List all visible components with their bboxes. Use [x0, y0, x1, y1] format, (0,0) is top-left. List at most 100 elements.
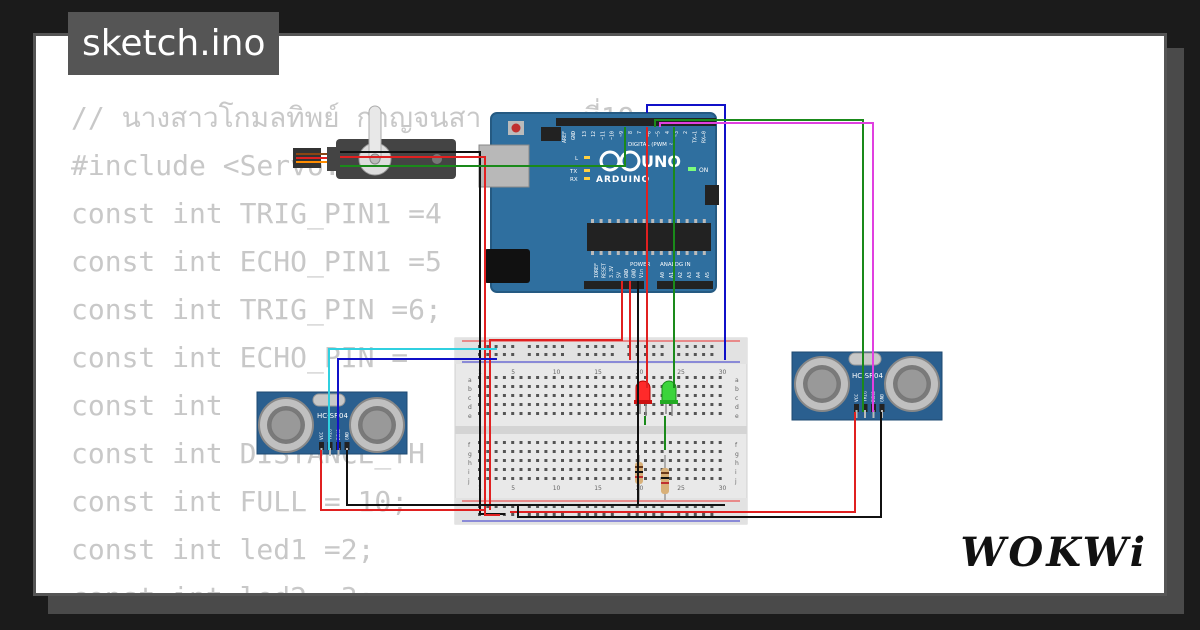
- code-line: const int TRIG_PIN1 =4: [71, 197, 442, 230]
- sensor-pin-label: GND: [345, 432, 351, 440]
- bb-col-number: 25: [677, 369, 685, 376]
- bb-row-letter: h: [468, 460, 472, 467]
- led-red[interactable]: [634, 380, 652, 416]
- tx-label: TX: [569, 169, 577, 175]
- sensor-right-label: HC-SR04: [852, 372, 883, 380]
- wire-right-echo: [659, 122, 874, 412]
- bb-row-letter: f: [735, 442, 738, 449]
- on-label: ON: [699, 167, 708, 174]
- power-pin-label: Vin: [639, 269, 645, 278]
- bb-row-letter: a: [735, 377, 739, 384]
- file-title-tab[interactable]: sketch.ino: [68, 12, 280, 75]
- wire-right-gnd: [517, 412, 882, 518]
- power-header: [584, 281, 644, 289]
- wire-left-echo: [337, 358, 497, 450]
- l-led: [584, 156, 590, 159]
- power-pin-label: 5V: [617, 272, 623, 278]
- wire-left-gnd: [346, 450, 500, 506]
- breadboard[interactable]: 115510101515202025253030aabbccddeeffgghh…: [454, 337, 748, 525]
- digital-pin-label: RX←0: [702, 131, 708, 143]
- digital-pin-label: 4: [665, 131, 671, 134]
- bb-row-letter: e: [468, 413, 472, 420]
- code-line: const int led2 =3;: [71, 574, 635, 593]
- bb-row-letter: c: [735, 395, 738, 402]
- power-pin-label: IOREF: [594, 263, 600, 278]
- digital-pin-label: GND: [571, 131, 577, 140]
- on-led: [688, 167, 696, 171]
- bb-col-number: 15: [594, 485, 602, 492]
- bb-row-letter: e: [735, 413, 739, 420]
- digital-pin-label: 8: [628, 131, 634, 134]
- wire-5v: [489, 281, 623, 510]
- reset-button-cap: [511, 123, 521, 133]
- breadboard-divider: [455, 426, 747, 434]
- bb-col-number: 15: [594, 369, 602, 376]
- arduino-brand: ARDUINO: [596, 175, 650, 185]
- digital-pin-label: ~11: [600, 131, 606, 140]
- analog-pin-label: A0: [660, 272, 666, 278]
- wire-right-vcc: [510, 412, 856, 513]
- bb-col-number: 5: [511, 485, 515, 492]
- analog-pin-label: A4: [696, 272, 702, 278]
- bb-row-letter: j: [467, 478, 470, 485]
- wire-left-trig: [328, 348, 497, 450]
- tx-led: [584, 169, 590, 172]
- digital-pin-label: 12: [591, 131, 597, 137]
- code-line: const int ECHO_PIN1 =5: [71, 245, 442, 278]
- digital-pin-label: 7: [637, 131, 643, 134]
- code-line: const int ECHO_PIN =: [71, 341, 409, 374]
- sensor-pin-label: GND: [880, 394, 886, 402]
- bb-row-letter: i: [735, 469, 737, 476]
- digital-pin-label: 13: [582, 131, 588, 137]
- led-green[interactable]: [660, 380, 678, 416]
- analog-pin-label: A2: [678, 272, 684, 278]
- bb-col-number: 20: [636, 369, 644, 376]
- power-pin-label: 3.3V: [609, 266, 615, 278]
- bb-row-letter: j: [734, 478, 737, 485]
- sensor-pin-label: VCC: [319, 432, 325, 440]
- wire-servo-gnd: [340, 151, 505, 515]
- analog-pin-label: A3: [687, 272, 693, 278]
- rx-label: RX: [570, 177, 578, 183]
- atmega-chip: [587, 223, 711, 251]
- code-line: const int TRIG_PIN =6;: [71, 293, 442, 326]
- bb-col-number: 25: [677, 485, 685, 492]
- arduino-logo-left-loop: [599, 150, 621, 172]
- bb-row-letter: b: [735, 386, 739, 393]
- chip-legs: [591, 219, 706, 255]
- breadboard-rail-top: [455, 338, 747, 364]
- led-green-lens: [661, 380, 677, 403]
- bb-col-number: 10: [553, 369, 561, 376]
- digital-pin-label: ~5: [656, 131, 662, 137]
- bb-row-letter: h: [735, 460, 739, 467]
- bb-row-letter: g: [468, 451, 472, 458]
- servo-motor[interactable]: [293, 105, 456, 179]
- arduino-model: UNO: [641, 152, 681, 171]
- analog-label: ANALOG IN: [660, 262, 691, 268]
- rx-led: [584, 177, 590, 180]
- arduino-logo-right-loop: [619, 150, 641, 172]
- digital-pin-label: TX→1: [692, 131, 698, 143]
- resistor-2: [661, 455, 669, 500]
- bb-col-number: 5: [511, 369, 515, 376]
- digital-pin-label: ~10: [610, 131, 616, 140]
- sensor-pin-label: TRIG: [863, 391, 869, 402]
- digital-pin-label: ~9: [619, 131, 625, 137]
- wokwi-logo: WOKWi: [960, 529, 1148, 576]
- bb-row-letter: i: [468, 469, 470, 476]
- digital-pin-label: 2: [683, 131, 689, 134]
- wire-servo-vcc: [340, 156, 500, 516]
- sensor-pin-label: TRIG: [328, 429, 334, 440]
- power-jack: [484, 249, 530, 283]
- icsp-header: [541, 127, 719, 205]
- digital-pin-label: ~6: [646, 131, 652, 137]
- bb-col-number: 10: [553, 485, 561, 492]
- analog-pin-label: A5: [705, 272, 711, 278]
- bb-row-letter: g: [735, 451, 739, 458]
- bb-row-letter: b: [468, 386, 472, 393]
